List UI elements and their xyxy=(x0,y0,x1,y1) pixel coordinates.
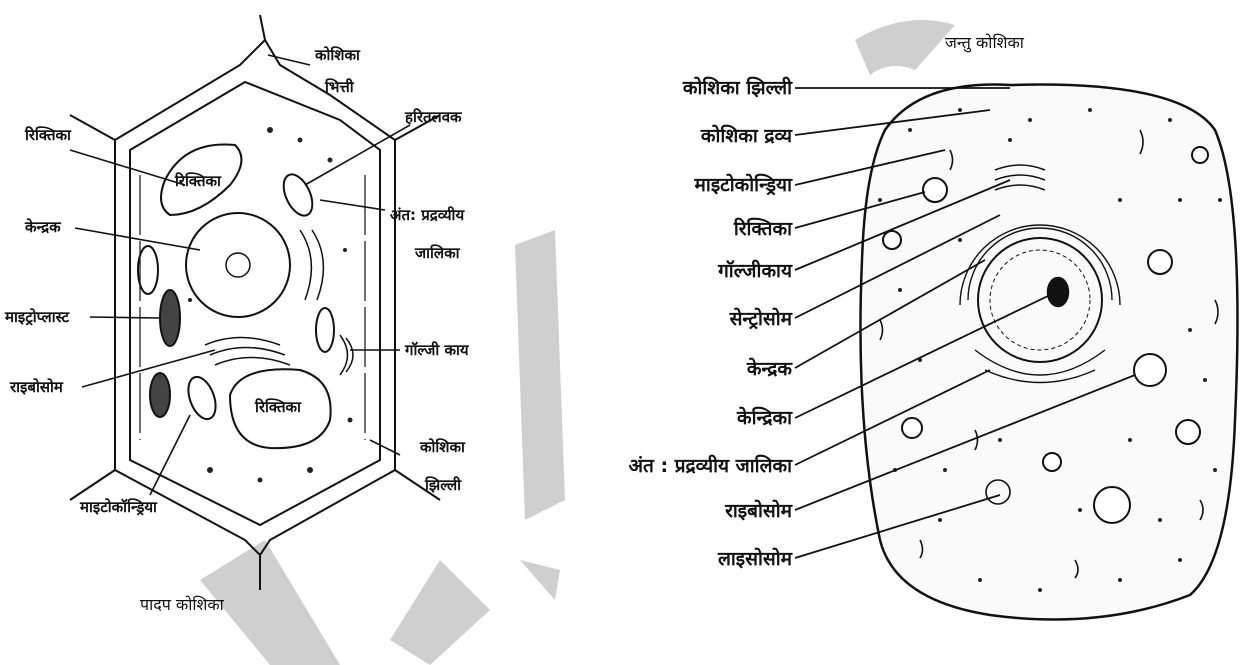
label-plant-ribosome: राइबोसोम xyxy=(9,378,64,396)
animal-lysosome xyxy=(1094,487,1130,523)
plant-plastid xyxy=(138,246,158,294)
label-plant-vacuole-inner: रिक्तिका xyxy=(174,172,222,190)
animal-cell-caption: जन्तु कोशिका xyxy=(945,33,1025,53)
animal-nucleolus xyxy=(1048,278,1068,306)
watermark xyxy=(200,20,955,665)
label-animal-mitochondria: माइटोकोन्ड्रिया xyxy=(694,173,794,196)
label-plant-cell-wall-1: कोशिका xyxy=(314,46,361,64)
plant-er xyxy=(205,338,290,366)
label-plant-golgi: गॉल्जी काय xyxy=(404,341,470,359)
label-animal-lysosome: लाइसोसोम xyxy=(717,547,793,570)
label-plant-membrane-2: झिल्ली xyxy=(424,476,462,494)
plant-chloroplast xyxy=(278,170,318,220)
plant-golgi xyxy=(340,335,353,375)
label-animal-vacuole: रिक्तिका xyxy=(733,217,793,240)
label-animal-centrosome: सेन्ट्रोसोम xyxy=(729,307,793,330)
label-plant-mitochondria: माइटोकॉन्ड्रिया xyxy=(79,498,158,516)
label-animal-cell-membrane: कोशिका झिल्ली xyxy=(682,76,793,99)
label-plant-er-1: अंत: प्रद्रव्यीय xyxy=(390,206,465,224)
label-plant-chloroplast: हरितलवक xyxy=(404,108,463,126)
plant-nucleus xyxy=(186,213,290,317)
label-plant-plastid: माइट्रोप्लास्ट xyxy=(4,308,70,326)
animal-cell-membrane xyxy=(860,85,1237,620)
plant-cell-caption: पादप कोशिका xyxy=(140,595,225,614)
label-animal-er: अंत : प्रद्रव्यीय जालिका xyxy=(629,454,794,477)
plant-mitochondrion xyxy=(183,373,221,423)
label-animal-golgi: गॉल्जीकाय xyxy=(717,259,793,282)
animal-vacuole xyxy=(923,178,947,202)
label-plant-membrane-1: कोशिका xyxy=(419,438,466,456)
label-plant-nucleus: केन्द्रक xyxy=(24,218,62,236)
label-animal-nucleolus: केन्द्रिका xyxy=(736,406,793,429)
label-plant-er-2: जालिका xyxy=(414,244,461,262)
label-plant-large-vacuole: रिक्तिका xyxy=(254,398,302,416)
animal-cell xyxy=(795,85,1238,620)
label-animal-nucleus: केन्द्रक xyxy=(746,357,794,380)
label-animal-cytoplasm: कोशिका द्रव्य xyxy=(700,124,794,147)
label-plant-cell-wall-2: भित्ती xyxy=(324,78,355,96)
label-animal-ribosome: राइबोसोम xyxy=(724,499,793,522)
label-plant-vacuole-outer: रिक्तिका xyxy=(24,126,72,144)
